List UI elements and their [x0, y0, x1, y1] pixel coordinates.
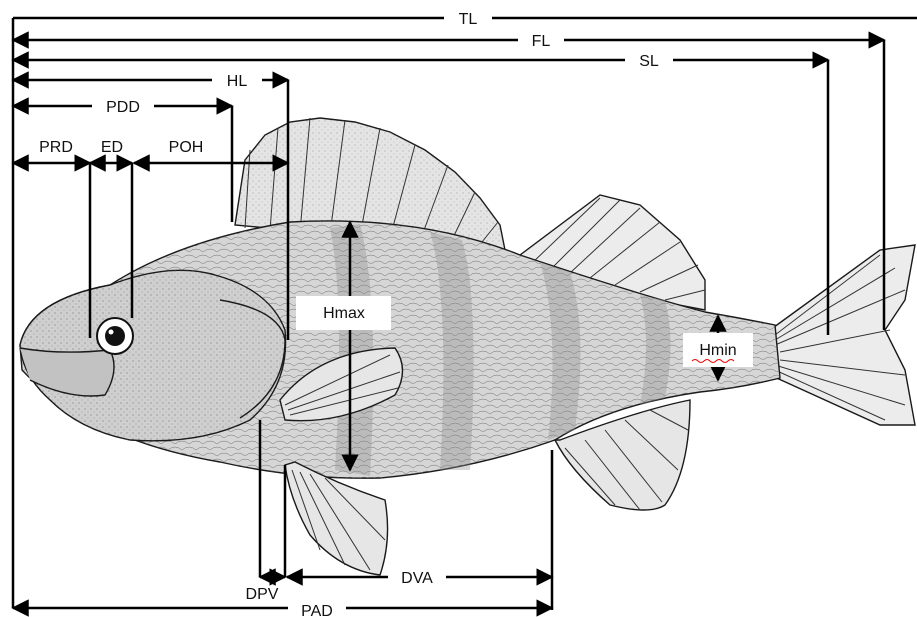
label-sl: SL: [639, 53, 659, 70]
label-dva: DVA: [401, 570, 433, 587]
label-poh: POH: [169, 139, 204, 156]
label-ed: ED: [101, 139, 123, 156]
pelvic-fin: [285, 462, 388, 575]
label-hmax: Hmax: [323, 305, 365, 322]
caudal-fin: [770, 245, 915, 425]
eye-highlight: [109, 330, 114, 335]
mouth: [20, 348, 114, 396]
label-fl: FL: [532, 33, 551, 50]
label-prd: PRD: [39, 139, 73, 156]
pupil: [105, 326, 125, 346]
label-hl: HL: [227, 73, 248, 90]
label-pad: PAD: [301, 603, 333, 617]
label-pdd: PDD: [106, 99, 140, 116]
label-tl: TL: [459, 11, 478, 28]
perch-illustration: [20, 118, 915, 575]
label-hmin: Hmin: [699, 342, 736, 359]
label-dpv: DPV: [246, 586, 279, 603]
